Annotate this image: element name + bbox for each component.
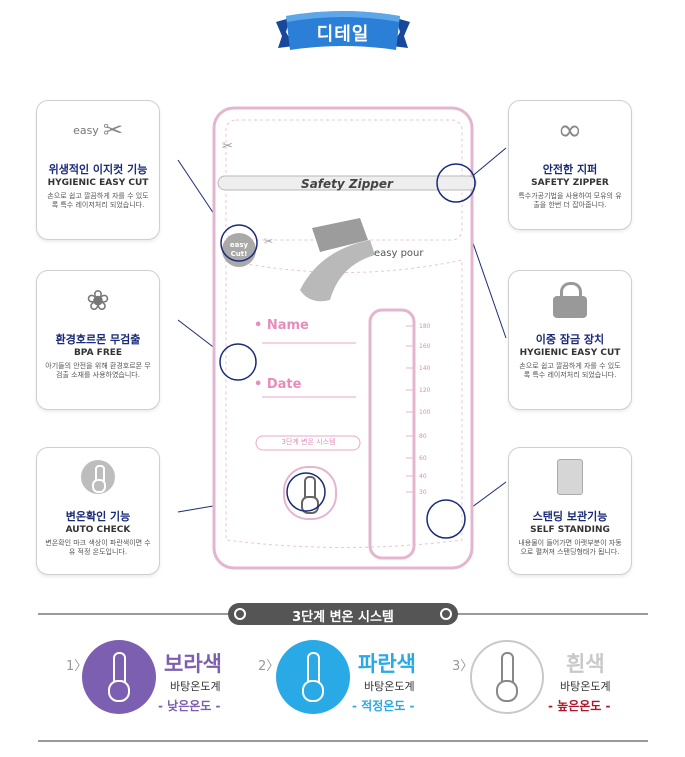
- zipper-label: Safety Zipper: [301, 177, 393, 191]
- detail-banner: 디테일: [268, 8, 418, 60]
- scale-120: 120: [419, 387, 431, 394]
- card-easy-cut: easy ✂ 위생적인 이지컷 기능 HYGIENIC EASY CUT 손으로…: [36, 100, 160, 240]
- stage-3-number: 3〉: [452, 659, 474, 674]
- card-title-ko: 변온확인 기능: [65, 510, 131, 523]
- scale-60: 60: [419, 455, 427, 462]
- card-title-ko: 환경호르몬 무검출: [55, 333, 141, 346]
- thermometer-icon: [37, 448, 159, 506]
- stage-3-tag: - 높은온도 -: [548, 699, 611, 713]
- easy-icon-text: easy: [73, 123, 99, 137]
- card-title-en: AUTO CHECK: [65, 525, 131, 535]
- card-double-lock: 이중 잠금 장치 HYGIENIC EASY CUT 손으로 쉽고 깔끔하게 자…: [508, 270, 632, 410]
- scale-100: 100: [419, 409, 431, 416]
- card-safety-zipper: ∞ 안전한 지퍼 SAFETY ZIPPER 특수가공기법을 사용하여 모유의 …: [508, 100, 632, 230]
- card-self-standing: 스탠딩 보관기능 SELF STANDING 내용물이 들어가면 아랫부분이 자…: [508, 447, 632, 575]
- easy-pour-label: easy pour: [374, 248, 424, 259]
- banner-title: 디테일: [316, 24, 370, 45]
- stage-3-sub: 바탕온도계: [560, 680, 611, 693]
- banner-ribbon-icon: [276, 11, 410, 50]
- breast-milk-bag: ✂ ✂: [212, 106, 477, 570]
- stage-1-number: 1〉: [66, 659, 88, 674]
- scale-40: 40: [419, 473, 427, 480]
- scale-160: 160: [419, 343, 431, 350]
- stage-1-tag: - 낮은온도 -: [158, 699, 221, 713]
- card-desc: 손으로 쉽고 깔끔하게 자를 수 있도록 특수 레이저처리 되었습니다.: [519, 362, 621, 379]
- card-title-en: BPA FREE: [73, 348, 123, 358]
- pill-dot-right-icon: [440, 608, 452, 620]
- card-bpa-free: ❀ 환경호르몬 무검출 BPA FREE 아기들의 안전을 위해 환경호르몬 무…: [36, 270, 160, 410]
- scissors-icon: easy ✂: [73, 116, 123, 144]
- white-thermometer-icon: [470, 640, 544, 714]
- scale-180: 180: [419, 323, 431, 330]
- card-title-ko: 스탠딩 보관기능: [532, 510, 608, 523]
- svg-text:✂: ✂: [264, 235, 273, 248]
- stage-2-sub: 바탕온도계: [364, 680, 415, 693]
- card-desc: 특수가공기법을 사용하여 모유의 유출을 한번 더 잡아줍니다.: [518, 192, 622, 209]
- stage-3-name: 흰색: [566, 652, 605, 676]
- stage-2-tag: - 적정온도 -: [352, 699, 415, 713]
- zipper-icon: ∞: [557, 112, 583, 148]
- stage-2-number: 2〉: [258, 659, 280, 674]
- stage-2-name: 파란색: [358, 652, 416, 676]
- plant-icon: ❀: [86, 283, 110, 317]
- card-title-en: HYGIENIC EASY CUT: [519, 348, 621, 358]
- stage-label: 3단계 변온 시스템: [281, 438, 336, 446]
- card-title-ko: 이중 잠금 장치: [535, 333, 605, 346]
- card-desc: 손으로 쉽고 깔끔하게 자를 수 있도록 특수 레이저처리 되었습니다.: [47, 192, 149, 209]
- card-desc: 아기들의 안전을 위해 환경호르몬 무검출 소재를 사용하였습니다.: [45, 362, 151, 379]
- pouch-icon: [509, 448, 631, 506]
- blue-thermometer-icon: [276, 640, 350, 714]
- svg-text:✂: ✂: [222, 139, 233, 154]
- card-title-ko: 안전한 지퍼: [542, 163, 598, 176]
- scale-80: 80: [419, 433, 427, 440]
- card-auto-check: 변온확인 기능 AUTO CHECK 변온확인 마크 색상이 파란색이면 수유 …: [36, 447, 160, 575]
- card-title-ko: 위생적인 이지컷 기능: [48, 163, 148, 176]
- scale-140: 140: [419, 365, 431, 372]
- card-desc: 변온확인 마크 색상이 파란색이면 수유 적정 온도입니다.: [45, 539, 151, 556]
- system-title-pill: 3단계 변온 시스템: [228, 603, 458, 625]
- date-label: • Date: [254, 377, 302, 392]
- lock-icon: [509, 271, 631, 329]
- system-title: 3단계 변온 시스템: [292, 610, 394, 625]
- name-label: • Name: [254, 318, 309, 333]
- scale-30: 30: [419, 489, 427, 496]
- divider-bottom: [38, 740, 648, 742]
- card-title-en: SELF STANDING: [530, 525, 610, 535]
- pill-dot-left-icon: [234, 608, 246, 620]
- stage-1-name: 보라색: [164, 652, 222, 676]
- card-title-en: HYGIENIC EASY CUT: [47, 178, 149, 188]
- card-title-en: SAFETY ZIPPER: [531, 178, 609, 188]
- purple-thermometer-icon: [82, 640, 156, 714]
- card-desc: 내용물이 들어가면 아랫부분이 자동으로 펼쳐져 스탠딩형태가 됩니다.: [518, 539, 622, 556]
- stage-1-sub: 바탕온도계: [170, 680, 221, 693]
